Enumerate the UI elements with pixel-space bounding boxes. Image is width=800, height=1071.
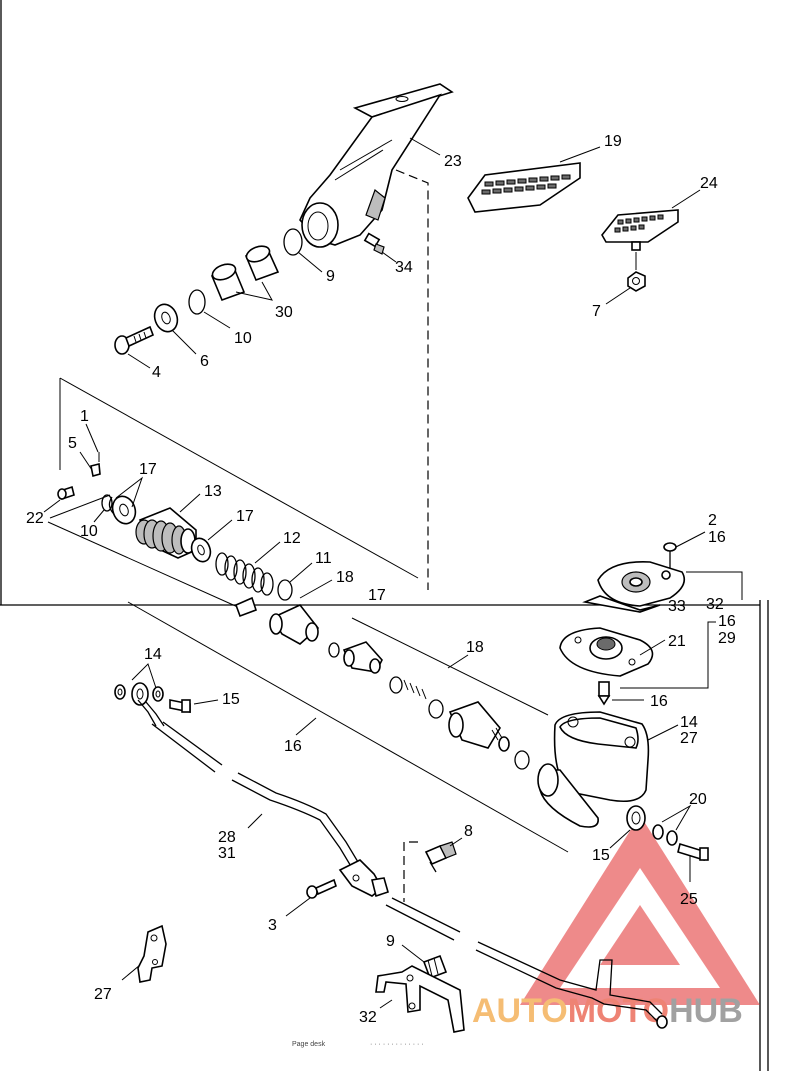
watermark-auto: AUTO [472, 992, 568, 1030]
callout-30: 30 [275, 304, 293, 321]
pedal-pad-small [601, 209, 679, 251]
bolt-15 [677, 842, 709, 862]
callout-23: 23 [444, 153, 462, 170]
callout-2: 2 [708, 512, 717, 529]
brake-hose [137, 699, 359, 869]
diaphragm [559, 627, 654, 677]
screw-3 [306, 878, 337, 899]
callout-17-a: 17 [139, 461, 157, 478]
callout-29: 29 [718, 630, 736, 647]
callout-18-b: 18 [466, 639, 484, 656]
clamp-9 [422, 954, 448, 980]
washer-17 [190, 537, 212, 563]
banjo-fitting [114, 682, 164, 706]
piston-inner-parts [328, 641, 530, 770]
callout-9-top: 9 [326, 268, 335, 285]
spring [215, 552, 274, 596]
callout-18-a: 18 [336, 569, 354, 586]
screw-2 [663, 542, 677, 570]
hex-nut [627, 271, 646, 292]
washer [153, 303, 179, 333]
callout-16-b: 16 [718, 613, 736, 630]
retaining-ring [101, 494, 113, 512]
footer-left: Page desk [292, 1041, 326, 1048]
master-cylinder-body [537, 711, 650, 828]
o-ring-9 [283, 228, 303, 256]
snap-ring-washer [108, 495, 137, 525]
callout-33: 33 [668, 598, 686, 615]
callout-10-mid: 10 [80, 523, 98, 540]
bleeder-screw [57, 485, 75, 501]
watermark-moto: MOTO [568, 992, 669, 1030]
washer-nut-8 [626, 805, 646, 831]
callout-20: 27 [680, 730, 698, 747]
brake-switch [424, 841, 457, 873]
watermark-hub: HUB [669, 992, 743, 1030]
callout-10-top: 10 [234, 330, 252, 347]
callout-32-bottom: 32 [359, 1009, 377, 1026]
callout-17-b: 17 [236, 508, 254, 525]
bracket-32 [375, 965, 465, 1033]
callout-1: 1 [80, 408, 89, 425]
callout-17-c: 17 [368, 587, 386, 604]
hose-clip [338, 859, 389, 898]
washers-14 [652, 824, 678, 846]
callout-19: 19 [604, 133, 622, 150]
o-ring-10 [188, 289, 206, 315]
callout-12: 12 [283, 530, 301, 547]
callout-22: 22 [26, 510, 44, 527]
rear-brake-line [385, 897, 668, 1029]
callout-8: 15 [592, 847, 610, 864]
callout-31: 8 [464, 823, 473, 840]
pedal-pad [467, 162, 581, 213]
callout-28: 31 [218, 845, 236, 862]
footer-right: · · · · · · · · · · · · · [370, 1041, 424, 1048]
snap-ring [277, 579, 293, 601]
svg-text:AUTOMOTOHUB: AUTOMOTOHUB [472, 992, 743, 1030]
callout-14-b: 20 [689, 791, 707, 808]
callout-13: 13 [204, 483, 222, 500]
callout-16-d: 16 [284, 738, 302, 755]
watermark: AUTOMOTOHUB [472, 815, 760, 1030]
callout-5: 5 [68, 435, 77, 452]
callout-11: 11 [315, 550, 332, 567]
sleeve [597, 681, 611, 706]
callout-9-bottom: 9 [386, 933, 395, 950]
callout-16-c: 14 [680, 714, 698, 731]
callout-27-a: 28 [218, 829, 236, 846]
callout-15-b: 25 [680, 891, 698, 908]
banjo-bolt [169, 699, 191, 713]
brake-pedal [299, 83, 454, 248]
piston-pushrod [234, 596, 320, 645]
callout-21: 21 [668, 633, 686, 650]
callout-15-a: 15 [222, 691, 240, 708]
callout-3: 3 [268, 917, 277, 934]
reservoir-cover [582, 561, 686, 613]
grease-fitting [363, 232, 385, 255]
callout-7: 7 [592, 303, 601, 320]
callout-24: 24 [700, 175, 718, 192]
callout-16-a: 16 [708, 529, 726, 546]
callout-34: 34 [395, 259, 413, 276]
bolt [114, 325, 155, 355]
callout-4: 4 [152, 364, 161, 381]
bracket-27 [137, 924, 167, 983]
bushings [210, 245, 280, 302]
callout-14-a: 14 [144, 646, 162, 663]
dust-boot [135, 507, 197, 559]
callout-32-top: 32 [706, 596, 724, 613]
callout-27-b: 27 [94, 986, 112, 1003]
small-screw [90, 452, 101, 478]
callout-25: 16 [650, 693, 668, 710]
callout-6: 6 [200, 353, 209, 370]
